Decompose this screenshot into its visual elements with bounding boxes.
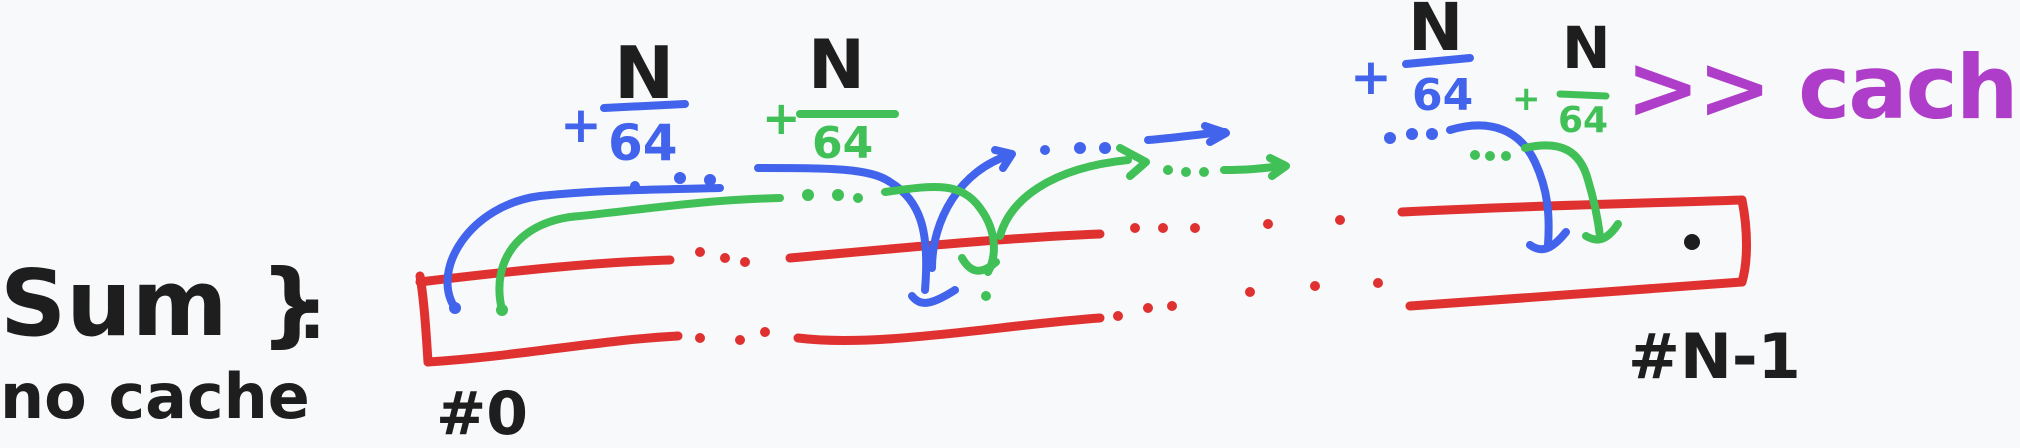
array-middle-bottom-edge bbox=[793, 313, 1105, 345]
green-bridge bbox=[881, 183, 998, 276]
green-arrowhead-1 bbox=[958, 254, 1000, 275]
ellipsis-dot bbox=[1373, 278, 1383, 288]
array-left-bottom-edge bbox=[423, 331, 683, 367]
title-sum: Sum } bbox=[0, 250, 325, 357]
ellipsis-dot bbox=[1310, 281, 1320, 291]
ellipsis-dot bbox=[1384, 132, 1396, 144]
blue-arrowhead-2 bbox=[991, 146, 1016, 172]
blue-last-arrowhead bbox=[1526, 228, 1570, 254]
ellipsis-dot bbox=[695, 333, 705, 343]
ellipsis-dot bbox=[1406, 128, 1418, 140]
array-outline bbox=[415, 195, 1751, 367]
ellipsis-dot bbox=[674, 172, 686, 184]
comparison-label: >> cache bbox=[1626, 36, 2020, 139]
ellipsis-dot bbox=[740, 257, 750, 267]
ellipsis-dot bbox=[1245, 287, 1255, 297]
blue-last-arc bbox=[1446, 121, 1553, 249]
ellipsis-dot bbox=[802, 189, 814, 201]
green-arc-2 bbox=[996, 156, 1132, 240]
array-ellipsis-dots bbox=[695, 215, 1383, 345]
fraction-sign: + bbox=[1512, 79, 1541, 119]
blue-pass bbox=[443, 121, 1570, 314]
green-arrowhead-3 bbox=[1266, 154, 1290, 180]
green-last-arc bbox=[1521, 141, 1604, 240]
fraction-last-green: + N 64 bbox=[1512, 14, 1611, 141]
ellipsis-dot bbox=[853, 193, 863, 203]
array-left-end bbox=[415, 271, 433, 367]
fraction-sign: + bbox=[1350, 48, 1392, 106]
array-right-top-edge bbox=[1397, 195, 1747, 217]
ellipsis-dot bbox=[1143, 303, 1153, 313]
ellipsis-dot bbox=[1130, 223, 1140, 233]
ellipsis-dot bbox=[981, 291, 991, 301]
ellipsis-dot bbox=[1470, 150, 1480, 160]
fraction-denominator: 64 bbox=[1412, 70, 1473, 121]
fraction-denominator: 64 bbox=[1558, 100, 1608, 141]
blue-arrowhead-1 bbox=[908, 286, 959, 307]
ellipsis-dot bbox=[630, 181, 640, 191]
green-last-arrowhead bbox=[1582, 220, 1622, 244]
ellipsis-dot bbox=[1181, 167, 1191, 177]
fraction-block1-green: + N 64 bbox=[762, 26, 899, 169]
blue-arc-start bbox=[443, 184, 724, 312]
first-index-label: #0 bbox=[436, 379, 528, 448]
fraction-bar bbox=[600, 100, 689, 112]
fraction-bar bbox=[1556, 90, 1610, 100]
ellipsis-dot bbox=[1040, 145, 1050, 155]
ellipsis-dot bbox=[760, 327, 770, 337]
green-pass bbox=[495, 141, 1622, 316]
ellipsis-dot bbox=[1113, 311, 1123, 321]
array-middle-top-edge bbox=[785, 229, 1105, 263]
ellipsis-dot bbox=[1485, 151, 1495, 161]
ellipsis-dot bbox=[1158, 223, 1168, 233]
ellipsis-dot bbox=[832, 189, 844, 201]
blue-arrowhead-3 bbox=[1201, 122, 1230, 146]
green-arrowhead-2 bbox=[1116, 144, 1150, 180]
green-tail bbox=[1220, 162, 1287, 174]
fraction-numerator: N bbox=[808, 26, 865, 105]
fraction-sign: + bbox=[560, 96, 602, 154]
array-right-end bbox=[1737, 195, 1751, 287]
ellipsis-dot bbox=[720, 253, 730, 263]
blue-ellipsis-dots bbox=[630, 128, 1438, 191]
ellipsis-dot bbox=[704, 174, 716, 186]
array-right-bottom-edge bbox=[1405, 277, 1747, 311]
ellipsis-dot bbox=[1167, 301, 1177, 311]
blue-bridge bbox=[754, 164, 931, 294]
last-cell-dot bbox=[1684, 234, 1700, 250]
fraction-denominator: 64 bbox=[812, 118, 873, 169]
fraction-denominator: 64 bbox=[608, 114, 678, 172]
green-start-dot bbox=[496, 304, 508, 316]
ellipsis-dot bbox=[735, 335, 745, 345]
fraction-numerator: N bbox=[614, 31, 674, 115]
ellipsis-dot bbox=[1199, 167, 1209, 177]
ellipsis-dot bbox=[1099, 142, 1111, 154]
ellipsis-dot bbox=[1190, 223, 1200, 233]
fraction-numerator: N bbox=[1408, 0, 1463, 66]
fraction-last-blue: + N 64 bbox=[1350, 0, 1474, 121]
fraction-sign: + bbox=[762, 91, 801, 145]
last-index-label: #N-1 bbox=[1628, 320, 1801, 393]
title-colon: : bbox=[298, 273, 326, 355]
ellipsis-dot bbox=[1426, 128, 1438, 140]
fraction-bar bbox=[1402, 54, 1474, 68]
fraction-block1-blue: + N 64 bbox=[560, 31, 689, 172]
green-arc-start bbox=[495, 194, 784, 314]
blue-start-dot bbox=[449, 302, 461, 314]
ellipsis-dot bbox=[1074, 142, 1086, 154]
ellipsis-dot bbox=[1163, 165, 1173, 175]
title-no-cache: no cache bbox=[0, 360, 310, 433]
title-group: Sum } : no cache bbox=[0, 250, 326, 433]
blue-arc-2 bbox=[928, 151, 1014, 272]
ellipsis-dot bbox=[1335, 215, 1345, 225]
ellipsis-dot bbox=[1501, 151, 1511, 161]
green-ellipsis-dots bbox=[802, 150, 1511, 301]
ellipsis-dot bbox=[695, 247, 705, 257]
fraction-numerator: N bbox=[1562, 14, 1611, 82]
array-left-top-edge bbox=[415, 255, 675, 287]
ellipsis-dot bbox=[1263, 219, 1273, 229]
